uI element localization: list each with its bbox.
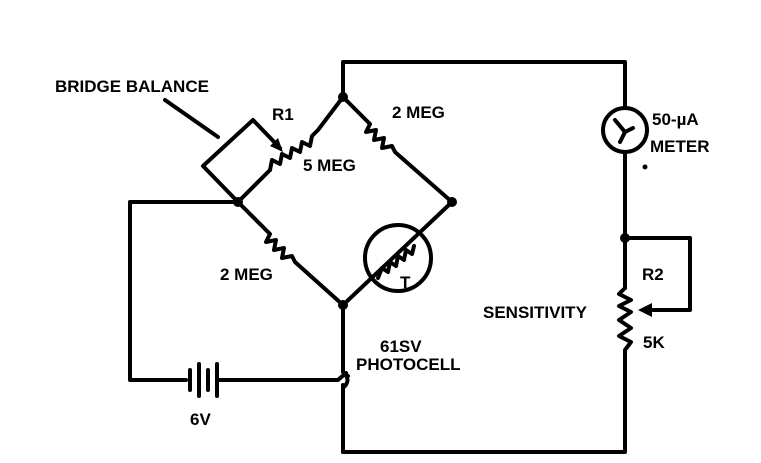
r2-wiper-loop xyxy=(623,236,692,312)
meter-needle-tail xyxy=(618,130,627,144)
meter-needle xyxy=(613,118,635,134)
wire-battery-right xyxy=(215,371,348,382)
resistor-r2 xyxy=(341,286,633,454)
photocell-model-label: 61SV xyxy=(380,337,422,356)
photocell-t-label: T xyxy=(400,273,411,292)
wire-left xyxy=(128,200,240,382)
bridge-balance-label: BRIDGE BALANCE xyxy=(55,77,209,96)
photocell-symbol-icon xyxy=(363,223,433,293)
polarity-dot xyxy=(642,164,648,170)
r1-value-label: 5 MEG xyxy=(303,156,356,175)
meter-label: METER xyxy=(650,137,710,156)
bridge: T xyxy=(233,92,457,310)
sensitivity-label: SENSITIVITY xyxy=(483,303,588,322)
r2-wiper-arrow-icon xyxy=(638,303,652,317)
r2-label: R2 xyxy=(642,265,664,284)
wire-r1-arm xyxy=(236,168,272,204)
battery-label: 6V xyxy=(190,410,211,429)
meter-rating-label: 50-µA xyxy=(652,110,699,129)
resistor-2meg-top xyxy=(341,95,454,204)
resistor-r1 xyxy=(268,95,345,172)
wire-photocell-arm xyxy=(341,200,454,307)
resistor-2meg-bottom xyxy=(236,200,345,307)
wire-bridge-bottom xyxy=(341,303,350,378)
wire-crossover xyxy=(341,370,350,454)
resistor-bottom-value-label: 2 MEG xyxy=(220,265,273,284)
resistor-top-value-label: 2 MEG xyxy=(392,103,445,122)
wiper-arrow-icon xyxy=(270,138,283,152)
photocell-resistor xyxy=(376,244,416,280)
wire-top xyxy=(341,60,627,110)
junction-dot xyxy=(447,197,457,207)
photocell-label: PHOTOCELL xyxy=(356,355,461,374)
r1-label: R1 xyxy=(272,105,294,124)
r2-value-label: 5K xyxy=(643,333,665,352)
leader-line xyxy=(163,98,220,139)
bridge-balance-wiper xyxy=(201,118,282,204)
